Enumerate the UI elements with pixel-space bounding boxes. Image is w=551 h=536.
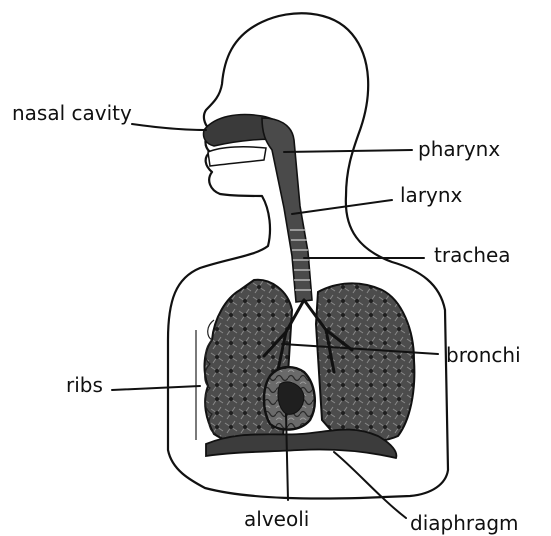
label-ribs: ribs xyxy=(66,373,103,397)
leader-ribs xyxy=(112,386,200,390)
leader-pharynx xyxy=(284,150,412,152)
label-trachea: trachea xyxy=(434,243,511,267)
label-diaphragm: diaphragm xyxy=(410,511,519,535)
label-alveoli: alveoli xyxy=(244,507,309,531)
label-larynx: larynx xyxy=(400,183,463,207)
mouth-shape xyxy=(208,147,266,166)
airway-tube xyxy=(262,118,312,302)
label-pharynx: pharynx xyxy=(418,137,500,161)
label-nasal-cavity: nasal cavity xyxy=(12,101,132,125)
leader-larynx xyxy=(292,200,392,214)
leader-diaphragm xyxy=(334,452,406,518)
leader-nasal-cavity xyxy=(132,124,206,130)
label-bronchi: bronchi xyxy=(446,343,521,367)
